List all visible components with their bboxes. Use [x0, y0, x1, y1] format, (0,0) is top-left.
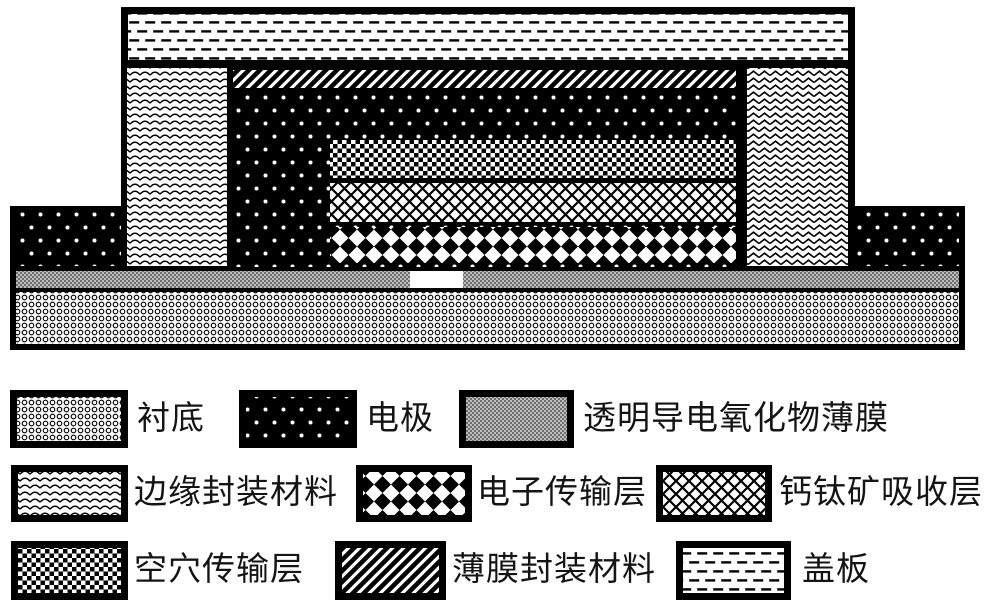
tco-film-layer	[16, 271, 959, 288]
bottom-electrode-right	[852, 212, 959, 266]
tco-scribe-gap	[410, 269, 463, 288]
device-cross-section-diagram	[10, 7, 965, 350]
legend-item-tco-film: 透明导电氧化物薄膜	[459, 390, 889, 448]
perovskite-absorber-layer	[330, 183, 736, 222]
legend-swatch-electrode	[246, 397, 350, 441]
legend-item-cover-plate: 盖板	[676, 541, 870, 600]
bottom-electrode-left	[16, 212, 123, 266]
electron-transport-layer	[330, 227, 736, 263]
legend: 衬底 电极 透明导电氧化物薄膜 边缘封装材料 电子传输层 钙钛矿吸收层	[10, 390, 983, 600]
legend-item-edge-encapsulation: 边缘封装材料	[11, 465, 338, 522]
legend-label-electrode: 电极	[366, 400, 434, 437]
legend-swatch-substrate	[17, 397, 121, 441]
legend-swatch-cover	[683, 548, 784, 593]
legend-label-etl: 电子传输层	[477, 474, 647, 511]
edge-encapsulation-right	[747, 68, 848, 266]
legend-swatch-tco	[466, 397, 567, 441]
legend-swatch-etl	[363, 472, 465, 515]
substrate-layer	[16, 292, 959, 344]
legend-label-cover: 盖板	[802, 551, 870, 588]
cover-plate-layer	[128, 14, 848, 60]
legend-label-tco: 透明导电氧化物薄膜	[583, 400, 889, 437]
legend-label-tfe: 薄膜封装材料	[452, 551, 656, 588]
hole-transport-layer	[330, 140, 736, 178]
legend-item-thin-film-encapsulation: 薄膜封装材料	[335, 541, 656, 600]
legend-item-hole-transport: 空穴传输层	[11, 541, 304, 600]
legend-label-perovskite: 钙钛矿吸收层	[779, 474, 983, 511]
legend-item-substrate: 衬底	[10, 390, 205, 448]
legend-label-htl: 空穴传输层	[134, 551, 304, 588]
legend-item-electrode: 电极	[239, 390, 434, 448]
legend-swatch-tfe	[342, 548, 439, 593]
thin-film-encapsulation-layer	[233, 70, 736, 88]
legend-label-substrate: 衬底	[137, 400, 205, 437]
legend-swatch-perovskite	[663, 472, 765, 515]
legend-swatch-edge	[18, 472, 121, 515]
legend-item-perovskite-absorber: 钙钛矿吸收层	[656, 465, 983, 522]
legend-item-electron-transport: 电子传输层	[356, 465, 647, 522]
edge-encapsulation-left	[127, 68, 227, 266]
legend-swatch-htl	[18, 548, 121, 593]
legend-label-edge: 边缘封装材料	[134, 474, 338, 511]
